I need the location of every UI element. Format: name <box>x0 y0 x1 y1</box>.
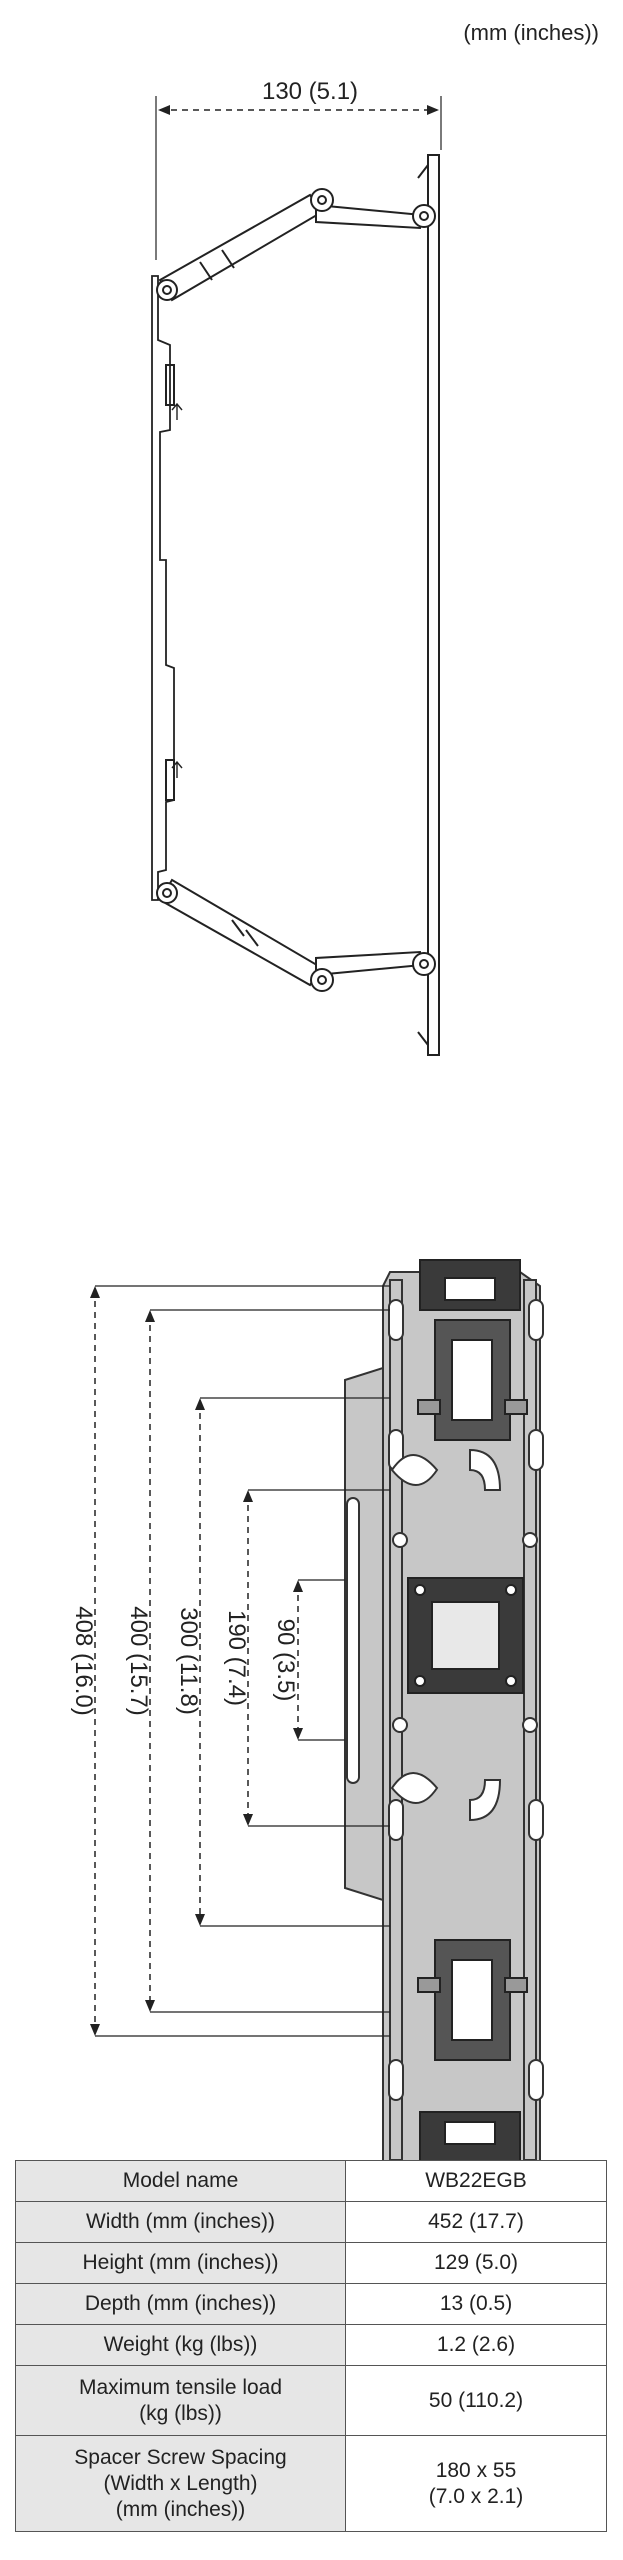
dim-label-190: 190 (7.4) <box>223 1610 250 1706</box>
unit-note: (mm (inches)) <box>463 20 599 45</box>
dimension-90 <box>293 1579 345 1741</box>
dim-label-300: 300 (11.8) <box>175 1607 202 1715</box>
table-row-model-name: Model name WB22EGB <box>15 2160 607 2202</box>
table-row-spacer-screw-spacing: Spacer Screw Spacing (Width x Length) (m… <box>15 2435 607 2532</box>
lower-arm-linkage <box>156 878 436 992</box>
table-value-cell: 50 (110.2) <box>345 2365 607 2436</box>
dimension-400 <box>145 1309 390 2013</box>
table-value-cell: WB22EGB <box>345 2160 607 2202</box>
spec-table: Model name WB22EGB Width (mm (inches)) 4… <box>15 2160 607 2532</box>
table-label-cell: Depth (mm (inches)) <box>15 2283 346 2325</box>
table-row-depth: Depth (mm (inches)) 13 (0.5) <box>15 2283 607 2325</box>
bracket-back-plate <box>344 1271 544 2173</box>
wall-plate-profile <box>151 275 183 901</box>
depth-dimension-label: 130 (5.1) <box>262 78 358 105</box>
table-value-cell: 129 (5.0) <box>345 2242 607 2284</box>
dimension-190 <box>243 1489 390 1827</box>
table-label-cell: Width (mm (inches)) <box>15 2201 346 2243</box>
dim-label-90: 90 (3.5) <box>272 1619 299 1702</box>
dim-label-400: 400 (15.7) <box>125 1606 152 1715</box>
dim-label-408: 408 (16.0) <box>70 1606 97 1715</box>
table-value-cell: 1.2 (2.6) <box>345 2324 607 2366</box>
table-label-cell: Height (mm (inches)) <box>15 2242 346 2284</box>
bottom-clamp-head <box>417 1939 528 2163</box>
side-view-diagram: 130 (5.1) <box>151 78 442 1056</box>
table-label-cell: Spacer Screw Spacing (Width x Length) (m… <box>15 2435 346 2532</box>
table-row-width: Width (mm (inches)) 452 (17.7) <box>15 2201 607 2243</box>
table-label-cell: Weight (kg (lbs)) <box>15 2324 346 2366</box>
top-clamp-head <box>417 1259 528 1441</box>
table-label-cell: Maximum tensile load (kg (lbs)) <box>15 2365 346 2436</box>
table-value-cell: 13 (0.5) <box>345 2283 607 2325</box>
dimension-300 <box>195 1397 390 1927</box>
table-row-height: Height (mm (inches)) 129 (5.0) <box>15 2242 607 2284</box>
table-row-max-tensile-load: Maximum tensile load (kg (lbs)) 50 (110.… <box>15 2365 607 2436</box>
upper-arm-linkage <box>156 188 436 302</box>
table-value-cell: 180 x 55 (7.0 x 2.1) <box>345 2435 607 2532</box>
dimension-408 <box>90 1285 390 2037</box>
tv-panel-profile <box>417 154 440 1056</box>
depth-dimension-line <box>155 96 442 260</box>
center-mount-square <box>407 1577 524 1694</box>
table-row-weight: Weight (kg (lbs)) 1.2 (2.6) <box>15 2324 607 2366</box>
table-label-cell: Model name <box>15 2160 346 2202</box>
front-view-diagram: 408 (16.0) 400 (15.7) 300 (11.8) 190 (7.… <box>70 1259 544 2173</box>
table-value-cell: 452 (17.7) <box>345 2201 607 2243</box>
